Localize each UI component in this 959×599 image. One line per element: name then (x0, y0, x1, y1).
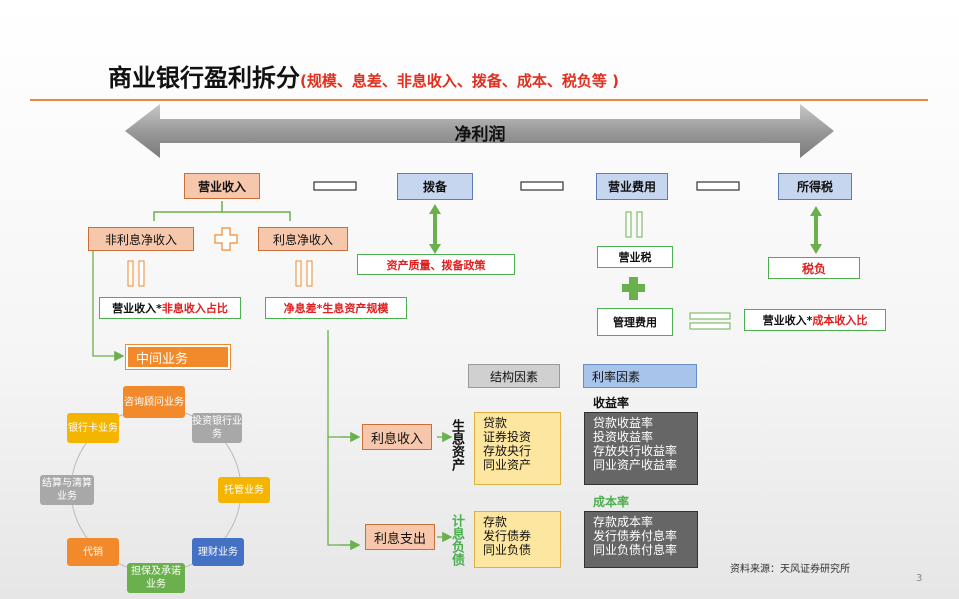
list-item: 发行债券付息率 (593, 529, 678, 543)
cost-formula: 营业收入*成本收入比 (744, 309, 886, 331)
plus-sign-2 (622, 277, 645, 300)
intermediary-item-investment-banking: 投资银行业务 (192, 413, 242, 443)
mgmt-fee-box: 管理费用 (597, 308, 673, 336)
intermediary-item-wealth-mgmt: 理财业务 (192, 538, 244, 566)
rate-factor-header: 利率因素 (583, 364, 697, 388)
formula-left-text: 营业收入* (762, 314, 813, 327)
net-profit-banner-arrow (125, 104, 834, 158)
provision-box: 拨备 (397, 173, 473, 200)
title-divider (30, 99, 928, 101)
net-interest-income-box: 利息净收入 (258, 227, 348, 251)
equals-horiz-b (689, 322, 731, 330)
liability-costs-list: 存款成本率 发行债券付息率 同业负债付息率 (584, 511, 698, 568)
revenue-bracket (153, 201, 291, 221)
interest-income-box: 利息收入 (362, 424, 432, 450)
list-item: 存放央行 (483, 444, 532, 458)
structural-factor-header: 结构因素 (468, 364, 560, 388)
intermediary-item-consulting: 咨询顾问业务 (123, 386, 185, 418)
list-item: 存款成本率 (593, 515, 654, 529)
tax-burden-box: 税负 (768, 257, 860, 279)
cost-rate-label: 成本率 (593, 495, 630, 509)
earning-assets-list: 贷款 证券投资 存放央行 同业资产 (474, 412, 561, 485)
formula-left-text: 净息差* (283, 302, 323, 315)
provision-driver-box: 资产质量、拨备政策 (357, 254, 515, 275)
list-item: 同业资产收益率 (593, 458, 678, 472)
equals-vert-3a (625, 211, 632, 238)
provision-double-arrow (429, 204, 441, 254)
equals-vert-1a (127, 260, 134, 287)
list-item: 贷款 (483, 416, 508, 430)
list-item: 证券投资 (483, 430, 532, 444)
source-note: 资料来源：天风证券研究所 (730, 564, 850, 575)
formula-right-text: 成本收入比 (812, 314, 868, 327)
list-item: 同业负债付息率 (593, 543, 678, 557)
title-main: 商业银行盈利拆分 (108, 64, 300, 92)
intermediary-item-settlement: 结算与清算业务 (40, 475, 94, 505)
minus-sign-3 (696, 181, 740, 191)
plus-sign-1 (214, 227, 238, 251)
yield-label: 收益率 (593, 396, 630, 410)
formula-left-text: 营业收入* (112, 302, 162, 315)
list-item: 贷款收益率 (593, 416, 654, 430)
formula-right-text: 非息收入占比 (161, 302, 228, 315)
business-tax-box: 营业税 (597, 246, 673, 268)
asset-yields-list: 贷款收益率 投资收益率 存放央行收益率 同业资产收益率 (584, 412, 698, 485)
list-item: 存放央行收益率 (593, 444, 678, 458)
intermediary-item-bank-card: 银行卡业务 (67, 413, 119, 443)
tax-box: 所得税 (778, 173, 852, 200)
opex-box: 营业费用 (596, 173, 668, 200)
equals-vert-2a (295, 260, 302, 287)
connector-intermediary (92, 250, 125, 362)
interest-liabilities-list: 存款 发行债券 同业负债 (474, 511, 561, 568)
list-item: 发行债券 (483, 529, 532, 543)
non-interest-formula: 营业收入*非息收入占比 (99, 297, 241, 319)
list-item: 投资收益率 (593, 430, 654, 444)
list-item: 同业资产 (483, 458, 532, 472)
revenue-box: 营业收入 (184, 173, 260, 199)
intermediary-box: 中间业务 (125, 344, 231, 370)
intermediary-item-guarantee: 担保及承诺业务 (127, 563, 185, 593)
interest-liabilities-label: 计息负债 (449, 514, 464, 566)
interest-expense-box: 利息支出 (365, 524, 435, 550)
tax-double-arrow (810, 206, 822, 254)
earning-assets-label: 生息资产 (449, 419, 464, 471)
non-interest-income-box: 非利息净收入 (88, 227, 194, 251)
intermediary-item-custody: 托管业务 (218, 477, 270, 503)
title-sub: (规模、息差、非息收入、拨备、成本、税负等 ) (300, 72, 619, 90)
net-profit-label: 净利润 (454, 125, 506, 145)
minus-sign-2 (520, 181, 564, 191)
list-item: 同业负债 (483, 543, 532, 557)
equals-vert-3b (636, 211, 643, 238)
equals-vert-1b (138, 260, 145, 287)
intermediary-item-distribution: 代销 (67, 538, 119, 566)
list-item: 存款 (483, 515, 508, 529)
interest-formula: 净息差*生息资产规模 (265, 297, 407, 319)
equals-horiz-a (689, 312, 731, 320)
page-title: 商业银行盈利拆分(规模、息差、非息收入、拨备、成本、税负等 ) (108, 58, 619, 93)
minus-sign-1 (313, 181, 357, 191)
formula-right-text: 生息资产规模 (322, 302, 389, 315)
page-number: 3 (916, 573, 923, 584)
equals-vert-2b (306, 260, 313, 287)
